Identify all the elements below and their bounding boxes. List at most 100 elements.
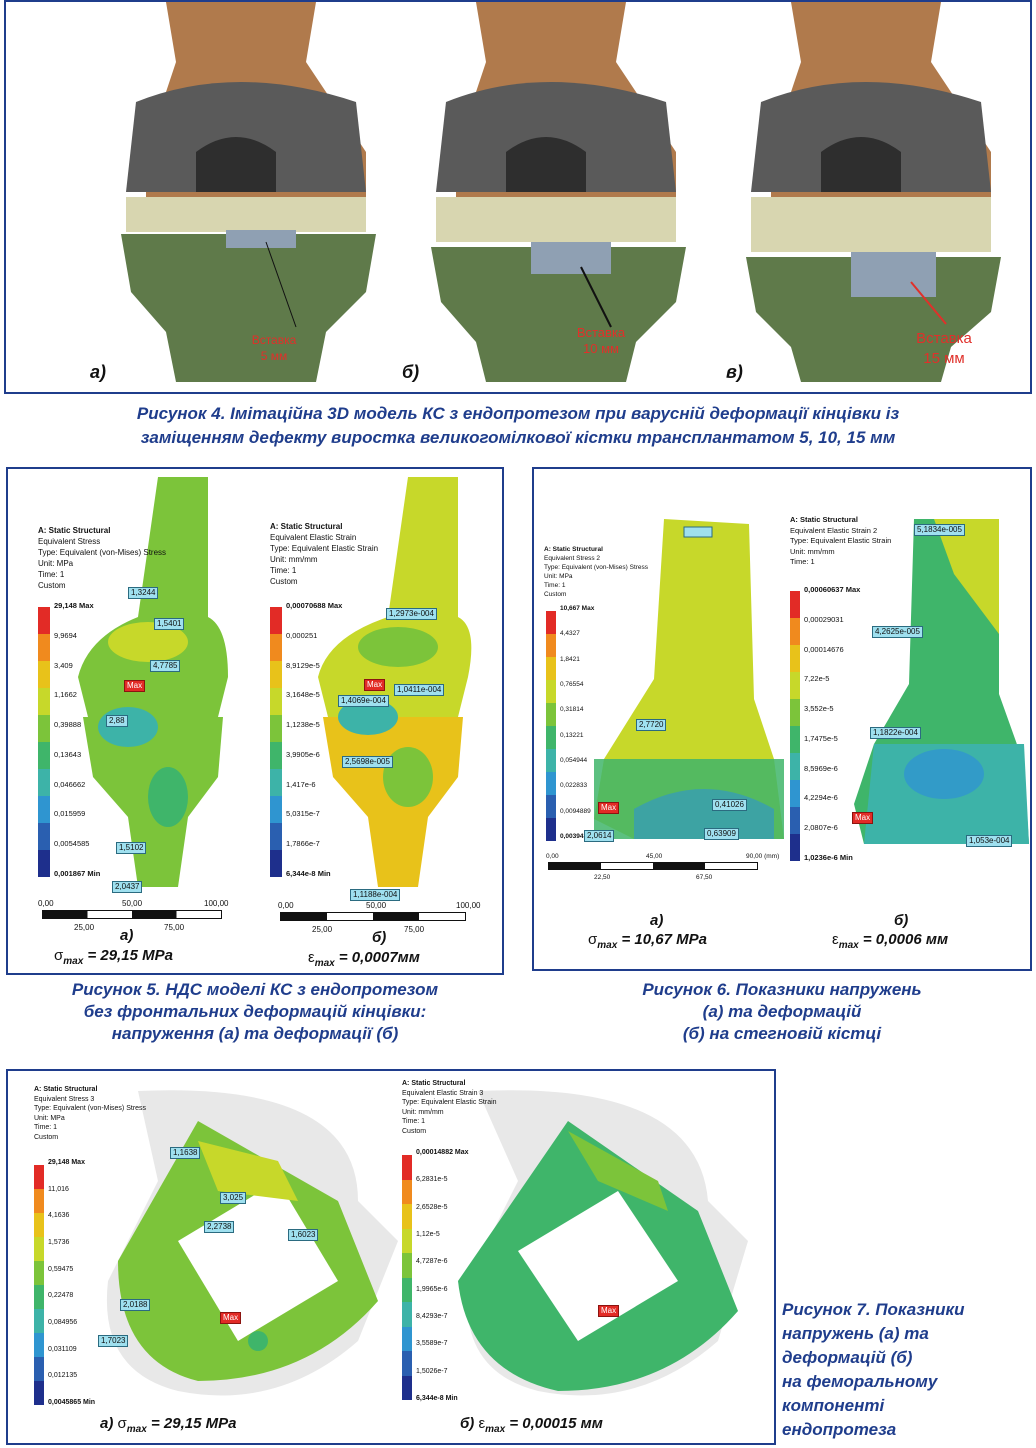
colorbar-label: 0,00014676 [804,644,844,654]
colorbar-label: 29,148 Max [54,601,94,610]
value-tag: 2,5698e-005 [342,756,393,768]
colorbar-segment [546,657,556,680]
scale-tick: 67,50 [696,874,713,881]
colorbar-segment [270,634,282,661]
colorbar-segment [34,1237,44,1261]
colorbar-segment [38,607,50,634]
value-tag: 1,3244 [128,587,159,599]
colorbar-segment [546,611,556,634]
colorbar-segment [790,618,800,645]
colorbar-label: 0,015959 [54,809,86,819]
colorbar-segment [34,1381,44,1405]
caption-line: напружень (а) та [782,1324,929,1343]
caption-line: на феморальному [782,1372,938,1391]
panel-label-b: б) [402,362,420,382]
scale-bar [548,862,758,870]
colorbar-segment [270,769,282,796]
scale-tick: 0,00 [278,901,294,910]
scale-tick: 0,00 [38,899,54,908]
scale-tick: 25,00 [312,925,333,934]
colorbar-segment [34,1309,44,1333]
strain-colorbar [270,607,282,877]
figure-4-caption: Рисунок 4. Імітаційна 3D модель КС з енд… [0,402,1036,450]
value-tag: 2,0437 [112,881,143,893]
value-tag: 1,5401 [154,618,185,630]
colorbar-label: 0,0094889 [560,807,591,815]
colorbar-segment [38,742,50,769]
colorbar-segment [402,1326,412,1351]
colorbar-segment [790,807,800,834]
colorbar-segment [34,1189,44,1213]
colorbar-segment [270,823,282,850]
colorbar-label: 1,8421 [560,655,580,663]
colorbar-label: 1,7475e-5 [804,733,838,743]
colorbar-segment [38,823,50,850]
colorbar-segment [790,834,800,861]
insert-label-line1: Вставка [576,325,626,340]
value-tag: 4,7785 [150,660,181,672]
femur-strain-model [854,519,1029,844]
value-tag: 1,1822e-004 [870,727,921,739]
colorbar-segment [38,796,50,823]
colorbar-label: 4,1636 [48,1212,70,1220]
subfigure-label: а) [650,912,664,929]
colorbar-label: 1,5736 [48,1239,70,1246]
colorbar-segment [790,672,800,699]
femur-stress-colorbar [546,611,556,841]
caption-line: Рисунок 6. Показники напружень [642,980,922,999]
colorbar-label: 3,1648e-5 [286,690,320,700]
colorbar-label: 0,13643 [54,749,82,759]
scale-tick: 75,00 [404,925,425,934]
colorbar-segment [402,1204,412,1229]
colorbar-label: 8,4293e-7 [416,1313,448,1320]
colorbar-label: 2,0807e-6 [804,823,838,833]
formula: εmax = 0,0007мм [308,949,420,969]
colorbar-label: 0,00060637 Max [804,585,861,594]
scale-tick: 45,00 [646,853,663,860]
value-tag: 1,2973e-004 [386,608,437,620]
formula: б) εmax = 0,00015 мм [460,1415,603,1435]
value-tag: 2,7720 [636,719,667,731]
scale-tick: 22,50 [594,874,611,881]
colorbar-segment [402,1302,412,1327]
max-tag: Max [598,802,620,814]
value-tag: 1,6023 [288,1229,319,1241]
value-tag: 1,5102 [116,842,147,854]
colorbar-segment [34,1333,44,1357]
colorbar-label: 1,12e-5 [416,1231,440,1238]
subfigure-label: б) [894,912,909,929]
value-tag: 1,1638 [170,1147,201,1159]
figure-5-frame: A: Static Structural Equivalent Stress T… [6,467,504,975]
colorbar-label: 0,76554 [560,681,584,688]
colorbar-label: 0,000251 [286,630,318,640]
value-tag: 1,053e-004 [966,835,1013,847]
colorbar-label: 0,022833 [560,782,588,790]
colorbar-segment [402,1253,412,1278]
figure-7-frame: A: Static Structural Equivalent Stress 3… [6,1069,776,1445]
colorbar-segment [790,753,800,780]
colorbar-segment [270,850,282,877]
colorbar-segment [790,645,800,672]
component-strain-legend: A: Static Structural Equivalent Elastic … [402,1080,497,1135]
insert-label-10mm: Вставка 10 мм [566,325,636,357]
colorbar-label: 1,417e-6 [286,779,316,789]
colorbar-segment [270,715,282,742]
colorbar-label: 5,0315e-7 [286,809,320,819]
colorbar-segment [34,1357,44,1381]
caption-line: Рисунок 5. НДС моделі КС з ендопротезом [71,980,439,999]
colorbar-label: 0,31814 [560,706,584,714]
colorbar-label: 1,1238e-5 [286,720,320,730]
colorbar-label: 0,012135 [48,1372,78,1380]
value-tag: 1,0411e-004 [394,684,445,696]
caption-line: компоненті [782,1396,885,1415]
colorbar-label: 0,001867 Min [54,869,101,878]
scale-bar [42,910,222,919]
colorbar-label: 1,7866e-7 [286,839,320,849]
colorbar-label: 8,9129e-5 [286,660,320,670]
panel-label-c: в) [726,362,743,382]
value-tag: 2,0614 [584,830,615,842]
